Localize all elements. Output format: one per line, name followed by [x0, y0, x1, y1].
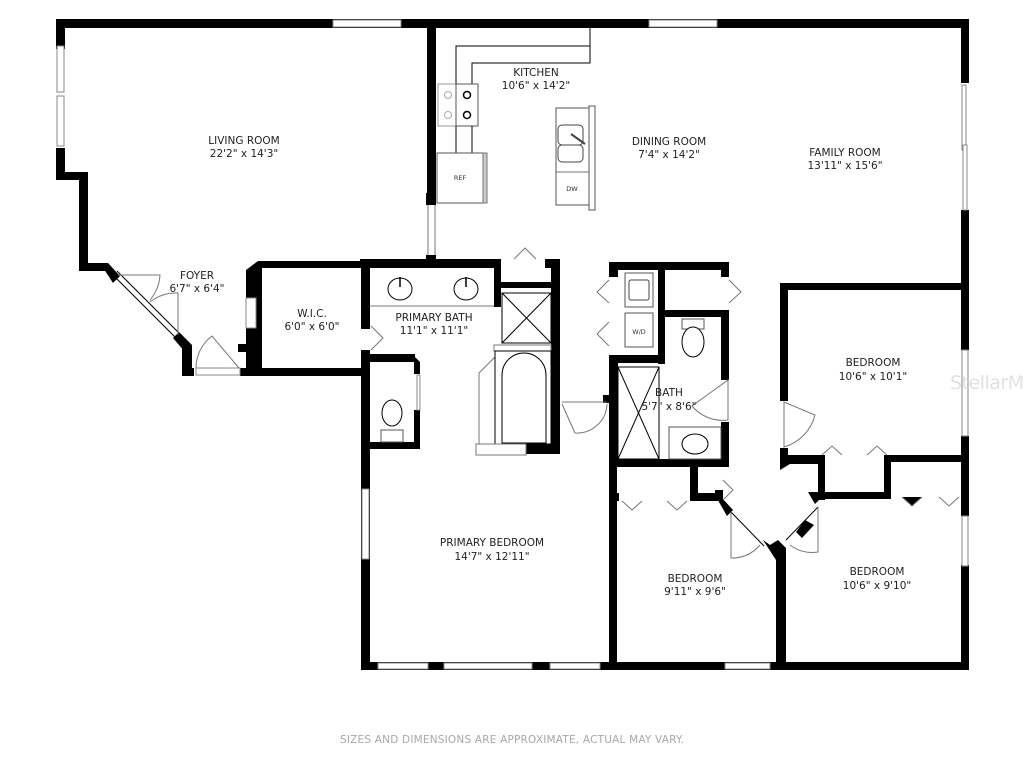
- bedroom-s-name: BEDROOM: [668, 573, 723, 585]
- bedroom-ne-size: 10'6" x 10'1": [839, 371, 907, 383]
- walls: [56, 19, 969, 670]
- dishwasher-label: DW: [566, 185, 578, 193]
- family-room-size: 13'11" x 15'6": [807, 160, 882, 172]
- bath-fixtures: W/D: [370, 272, 722, 460]
- dining-room-name: DINING ROOM: [632, 136, 706, 148]
- bedroom-se-size: 10'6" x 9'10": [843, 580, 911, 592]
- dining-room-size: 7'4" x 14'2": [638, 149, 700, 161]
- bedroom-se-name: BEDROOM: [850, 566, 905, 578]
- kitchen-name: KITCHEN: [513, 67, 559, 79]
- wic-size: 6'0" x 6'0": [284, 321, 339, 333]
- washer-dryer-label: W/D: [632, 328, 646, 336]
- foyer-name: FOYER: [180, 270, 214, 282]
- windows: [56, 19, 969, 670]
- living-room-name: LIVING ROOM: [208, 135, 279, 147]
- foyer-size: 6'7" x 6'4": [169, 283, 224, 295]
- bath-size: 5'7" x 8'6": [641, 401, 696, 413]
- bedroom-s-size: 9'11" x 9'6": [664, 586, 726, 598]
- doors: [112, 205, 960, 559]
- disclaimer-text: SIZES AND DIMENSIONS ARE APPROXIMATE, AC…: [339, 734, 684, 746]
- room-labels: LIVING ROOM 22'2" x 14'3" KITCHEN 10'6" …: [169, 67, 911, 598]
- primary-bedroom-size: 14'7" x 12'11": [454, 551, 529, 563]
- primary-bath-name: PRIMARY BATH: [395, 312, 472, 324]
- wic-name: W.I.C.: [297, 308, 327, 320]
- bedroom-ne-name: BEDROOM: [846, 357, 901, 369]
- kitchen-fixtures: REF DW: [436, 28, 596, 211]
- living-room-size: 22'2" x 14'3": [210, 148, 278, 160]
- kitchen-size: 10'6" x 14'2": [502, 80, 570, 92]
- primary-bath-size: 11'1" x 11'1": [400, 325, 468, 337]
- bath-name: BATH: [655, 387, 683, 399]
- family-room-name: FAMILY ROOM: [809, 147, 881, 159]
- refrigerator-label: REF: [454, 174, 467, 182]
- watermark: StellarMLS: [950, 372, 1024, 394]
- primary-bedroom-name: PRIMARY BEDROOM: [440, 537, 544, 549]
